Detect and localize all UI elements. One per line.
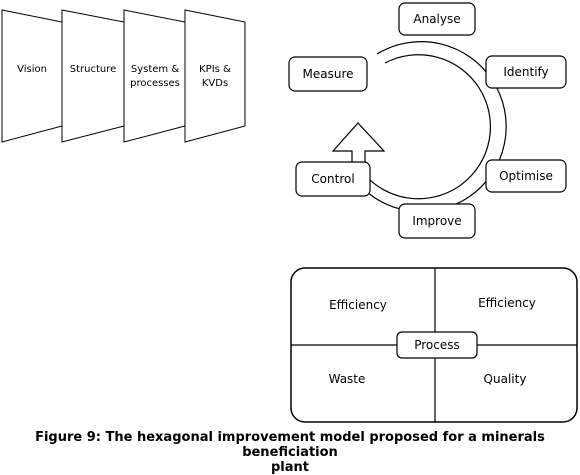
step-analyse-label: Analyse [413, 12, 460, 26]
pillar-3-label-line-1: System & [131, 64, 179, 75]
step-identify-label: Identify [503, 65, 548, 79]
pillar-4-label-line-1: KPIs & [199, 64, 231, 75]
pillar-2: Structure [61, 9, 125, 143]
quadrant-model: Efficiency Efficiency Waste Quality Proc… [290, 267, 578, 423]
step-measure: Measure [288, 56, 368, 92]
figure-caption-line-1: Figure 9: The hexagonal improvement mode… [35, 430, 545, 460]
diagram-canvas: Vision Structure System & processes KPIs… [1, 2, 578, 423]
pillar-4-label-line-2: KVDs [202, 78, 228, 89]
quadrant-top-right-label: Efficiency [478, 296, 536, 310]
figure-caption-line-2: plant [270, 460, 309, 475]
step-analyse: Analyse [398, 2, 476, 36]
pillar-1: Vision [1, 9, 63, 143]
step-identify: Identify [485, 55, 567, 89]
quadrant-center-label: Process [414, 338, 460, 352]
quadrant-bottom-left-label: Waste [329, 372, 366, 386]
pillar-4: KPIs & KVDs [184, 9, 246, 143]
quadrant-top-left-label: Efficiency [329, 298, 387, 312]
step-improve-label: Improve [412, 214, 461, 228]
cycle-ring [351, 41, 507, 213]
figure-caption: Figure 9: The hexagonal improvement mode… [0, 430, 580, 475]
step-optimise-label: Optimise [499, 169, 553, 183]
step-measure-label: Measure [303, 67, 354, 81]
step-improve: Improve [398, 203, 476, 239]
pillar-3: System & processes [123, 9, 186, 143]
step-optimise: Optimise [485, 159, 567, 193]
step-control: Control [295, 161, 371, 197]
quadrant-bottom-right-label: Quality [484, 372, 527, 386]
pillar-2-label-line-1: Structure [70, 64, 117, 75]
step-control-label: Control [311, 172, 354, 186]
pillar-1-label-line-1: Vision [17, 64, 47, 75]
pillar-3-label-line-2: processes [130, 78, 180, 89]
